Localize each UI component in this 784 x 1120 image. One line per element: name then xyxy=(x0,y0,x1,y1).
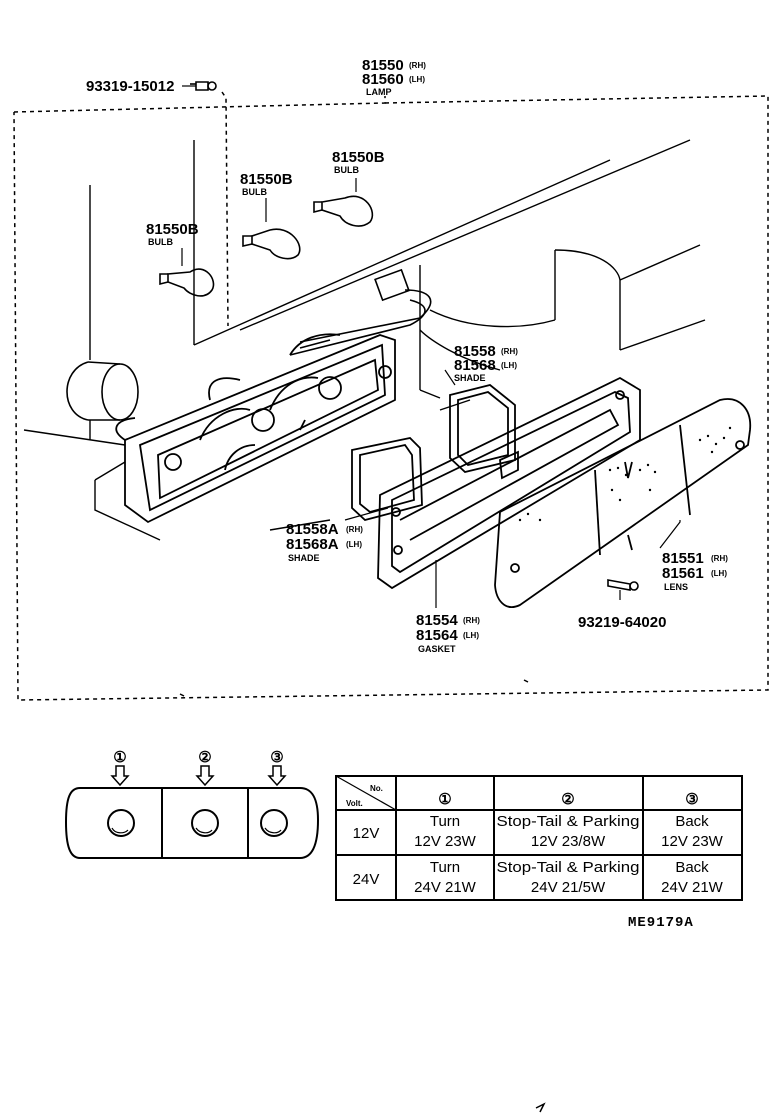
label-bulb-1: 81550B xyxy=(146,221,199,238)
label-lamp-lh-suffix: (LH) xyxy=(409,75,425,84)
label-screw-lens: 93219-64020 xyxy=(578,614,666,631)
label-bulb-2: 81550B xyxy=(240,171,293,188)
label-bulb-1-name: BULB xyxy=(148,237,173,247)
table-row-1-c3a: Back xyxy=(675,813,709,830)
table-row-1-c3b: 12V 23W xyxy=(661,833,724,850)
diagram-code: ME9179A xyxy=(628,915,694,931)
label-screw-top: 93319-15012 xyxy=(86,78,174,95)
vehicle-body xyxy=(23,139,706,541)
label-shadeA-rh: 81558A xyxy=(286,521,339,538)
assembly-boundary xyxy=(13,91,769,701)
label-shadeA-lh: 81568A xyxy=(286,536,339,553)
stray-marks xyxy=(179,679,546,1113)
label-shade-rh: 81558 xyxy=(454,343,496,360)
position-markers: ① ② ③ xyxy=(113,749,283,766)
position-3-marker: ③ xyxy=(270,749,283,766)
label-lens-name: LENS xyxy=(664,582,688,592)
table-row-1-c1b: 12V 23W xyxy=(414,833,477,850)
label-lens-lh-suffix: (LH) xyxy=(711,569,727,578)
lens xyxy=(494,398,752,608)
label-shade-rh-suffix: (RH) xyxy=(501,347,518,356)
lens-texture xyxy=(518,426,732,522)
screw-top xyxy=(190,81,217,91)
label-shadeA-rh-suffix: (RH) xyxy=(346,525,363,534)
label-gasket-rh-suffix: (RH) xyxy=(463,616,480,625)
table-row-2-c3b: 24V 21W xyxy=(661,879,724,896)
table-col-3: ③ xyxy=(685,791,698,808)
label-shade-lh: 81568 xyxy=(454,357,496,374)
bumper-cap xyxy=(66,361,139,421)
table-row-2-c1b: 24V 21W xyxy=(414,879,477,896)
shade-a xyxy=(351,437,423,521)
label-lens-rh: 81551 xyxy=(662,550,704,567)
label-lens-rh-suffix: (RH) xyxy=(711,554,728,563)
label-lamp-name: LAMP xyxy=(366,87,392,97)
gasket xyxy=(377,376,641,590)
label-gasket-lh: 81564 xyxy=(416,627,458,644)
table-row-1-c1a: Turn xyxy=(430,813,460,830)
label-lamp-lh: 81560 xyxy=(362,71,404,88)
table-corner-no: No. xyxy=(370,784,383,793)
table-row-1-volt: 12V xyxy=(353,825,380,842)
bulb-3 xyxy=(313,195,374,227)
label-lamp-rh-suffix: (RH) xyxy=(409,61,426,70)
label-gasket-lh-suffix: (LH) xyxy=(463,631,479,640)
label-bulb-2-name: BULB xyxy=(242,187,267,197)
label-gasket-name: GASKET xyxy=(418,644,456,654)
table-col-1: ① xyxy=(438,791,451,808)
table-row-1-c2b: 12V 23/8W xyxy=(531,833,606,850)
leader-lines xyxy=(181,85,681,608)
label-lamp-rh: 81550 xyxy=(362,57,404,74)
part-labels: 93319-15012 81550 (RH) 81560 (LH) LAMP 8… xyxy=(86,57,728,654)
table-col-2: ② xyxy=(561,791,574,808)
label-shadeA-lh-suffix: (LH) xyxy=(346,540,362,549)
table-row-2-c3a: Back xyxy=(675,859,709,876)
lamp-front-view xyxy=(64,787,320,859)
table-row-2-c1a: Turn xyxy=(430,859,460,876)
label-bulb-3-name: BULB xyxy=(334,165,359,175)
table-row-2-volt: 24V xyxy=(353,871,380,888)
table-row-2-c2a: Stop-Tail & Parking xyxy=(497,859,640,876)
table-row-2-c2b: 24V 21/5W xyxy=(531,879,606,896)
label-lens-lh: 81561 xyxy=(662,565,704,582)
shade-rh xyxy=(449,384,516,473)
lamp-housing xyxy=(115,333,396,524)
bulb-table: No. Volt. ① ② ③ 12V Turn 12V 23W Stop-Ta… xyxy=(346,784,724,896)
label-gasket-rh: 81554 xyxy=(416,612,458,629)
position-1-marker: ① xyxy=(113,749,126,766)
label-shade-lh-suffix: (LH) xyxy=(501,361,517,370)
table-corner-volt: Volt. xyxy=(346,799,363,808)
bulb-2 xyxy=(242,228,301,260)
lens-screw xyxy=(607,579,639,591)
label-bulb-3: 81550B xyxy=(332,149,385,166)
table-row-1-c2a: Stop-Tail & Parking xyxy=(497,813,640,830)
position-arrows xyxy=(110,765,287,787)
bulb-table-grid xyxy=(335,775,743,901)
label-shade-name: SHADE xyxy=(454,373,486,383)
bulb-1 xyxy=(159,268,215,297)
position-2-marker: ② xyxy=(198,749,211,766)
label-shadeA-name: SHADE xyxy=(288,553,320,563)
wire-connector xyxy=(289,268,432,356)
